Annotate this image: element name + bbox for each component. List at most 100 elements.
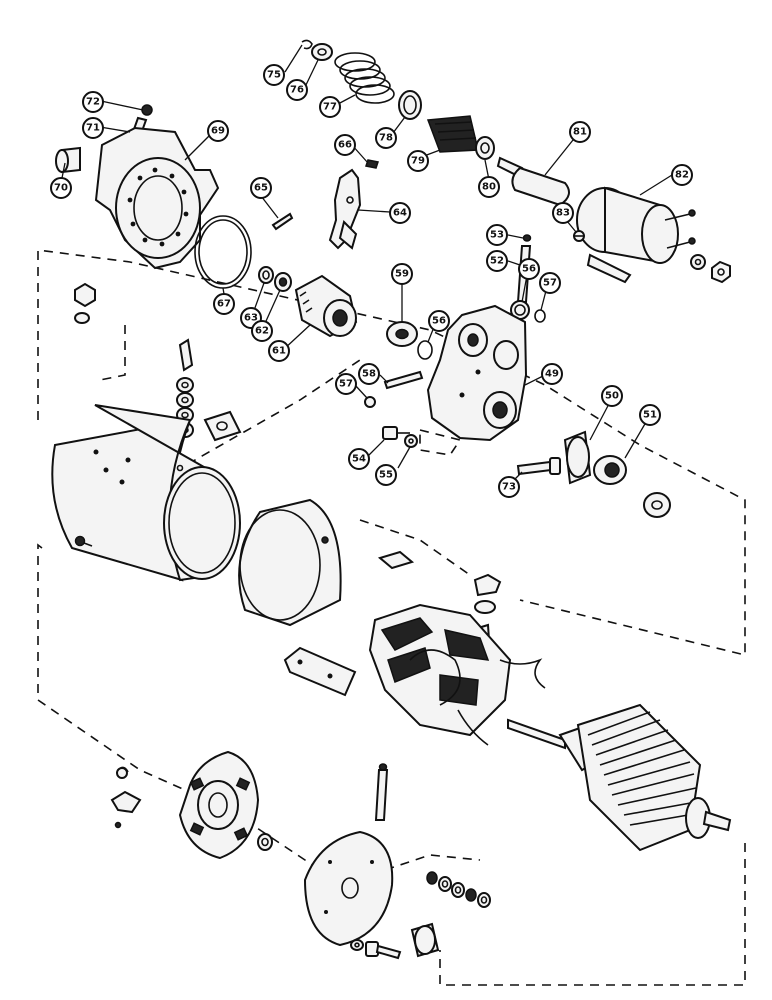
callout-label: 57 [339,379,353,390]
callout-77: 77 [319,96,341,118]
callout-71: 71 [82,117,104,139]
callout-label: 62 [255,326,269,337]
callout-58: 58 [358,363,380,385]
callout-label: 70 [54,183,68,194]
field-frame-part [51,404,241,582]
ring-part-63 [258,266,274,284]
callout-61: 61 [268,340,290,362]
washer-part-80 [475,136,495,160]
ring-part-78 [398,90,422,120]
drive-housing-part [94,126,220,270]
callout-label: 81 [573,127,587,138]
washer-part-59 [386,321,418,347]
armature-part [507,703,732,852]
callout-72: 72 [82,91,104,113]
solenoid-nut-washer [690,254,731,284]
callout-50: 50 [601,385,623,407]
callout-label: 55 [379,470,393,481]
callout-69: 69 [207,120,229,142]
callout-51: 51 [639,404,661,426]
callout-label: 58 [362,369,376,380]
pin-part-65 [271,212,294,231]
callout-label: 75 [267,70,281,81]
callout-78: 78 [375,127,397,149]
plug-part-72 [141,104,153,116]
washer-part-55 [404,434,418,448]
callout-label: 72 [86,97,100,108]
bolt-part-lower [350,939,402,960]
callout-label: 64 [393,208,407,219]
field-coils-part [368,603,546,746]
callout-73: 73 [498,476,520,498]
callout-66: 66 [334,134,356,156]
pole-shoe-part [283,646,357,697]
callout-label: 78 [379,133,393,144]
pinion-gear-part [426,115,479,153]
bushing-part-lower [410,922,440,958]
thrust-washer-right [643,492,671,518]
shift-lever-part [328,168,362,250]
terminal-washers-lower [426,871,491,908]
callout-label: 52 [490,256,504,267]
bushing-part-51 [593,455,627,485]
callout-65: 65 [250,177,272,199]
callout-label: 56 [432,316,446,327]
bushing-part-50 [563,430,592,485]
washer-part-lower-left [257,833,273,851]
frame-screw [74,535,93,547]
callout-label: 53 [490,230,504,241]
callout-62: 62 [251,320,273,342]
drive-assembly-part [294,274,358,338]
callout-57a: 57 [539,272,561,294]
brush-part [110,790,142,829]
solenoid-part [576,186,696,284]
brush-spring-small [116,766,129,779]
callout-75: 75 [263,64,285,86]
spring-part [334,52,395,104]
field-coil-band [238,498,342,627]
screw-part-66 [365,159,379,169]
callout-83: 83 [552,202,574,224]
through-pin-part [374,763,389,821]
callout-57b: 57 [335,373,357,395]
callout-label: 51 [643,410,657,421]
nose-housing-part [426,304,528,442]
callout-54: 54 [348,448,370,470]
plug-part-53 [522,234,532,242]
clip-part [301,39,313,50]
brush-plate-part [178,750,260,860]
callout-label: 77 [323,102,337,113]
callout-56b: 56 [428,310,450,332]
callout-label: 79 [411,156,425,167]
callout-label: 65 [254,183,268,194]
ring-part-56-mid [417,340,433,360]
callout-82: 82 [671,164,693,186]
callout-label: 49 [545,369,559,380]
assembly-guide-lines [37,249,746,986]
callout-label: 59 [395,269,409,280]
callout-64: 64 [389,202,411,224]
callout-79: 79 [407,150,429,172]
callout-label: 66 [338,140,352,151]
callout-label: 50 [605,391,619,402]
ring-part-57-mid [364,396,376,408]
callout-label: 57 [543,278,557,289]
callout-label: 63 [244,313,258,324]
callout-label: 82 [675,170,689,181]
callout-55: 55 [375,464,397,486]
callout-56a: 56 [518,258,540,280]
insulating-pad [377,550,415,570]
pin-part-58 [383,370,424,390]
bolt-part-73 [516,457,561,476]
washer-part-76 [311,43,333,61]
callout-label: 61 [272,346,286,357]
callout-81: 81 [569,121,591,143]
screw-part-83 [573,230,585,242]
screw-part-54 [382,426,410,440]
callout-label: 80 [482,182,496,193]
callout-59: 59 [391,263,413,285]
callout-label: 83 [556,208,570,219]
gasket-part-67 [194,215,252,289]
